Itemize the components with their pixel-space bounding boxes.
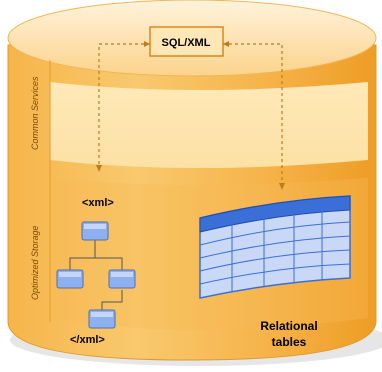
dashed-connectors bbox=[98, 43, 283, 186]
arrow-head-left-up bbox=[144, 41, 150, 47]
side-label-common-services: Common Services bbox=[30, 76, 40, 150]
tree-node-left bbox=[56, 269, 84, 289]
side-label-optimized-storage: Optimized Storage bbox=[30, 225, 40, 300]
xml-tree bbox=[56, 221, 136, 329]
relational-table bbox=[199, 195, 351, 299]
tree-node-child bbox=[88, 309, 116, 329]
xml-open-tag: <xml> bbox=[82, 197, 114, 209]
xml-close-tag: </xml> bbox=[70, 334, 105, 346]
tree-node-root bbox=[81, 221, 109, 241]
tree-node-right bbox=[108, 269, 136, 289]
relational-label-line1: Relational bbox=[260, 319, 317, 333]
sql-xml-label: SQL/XML bbox=[162, 37, 211, 49]
arrow-head-right-up bbox=[223, 41, 229, 47]
table-header bbox=[199, 195, 351, 233]
arrow-head-right-down bbox=[279, 183, 285, 190]
arrow-head-left-down bbox=[96, 165, 102, 172]
relational-label-line2: tables bbox=[272, 335, 307, 349]
common-services-band bbox=[50, 82, 368, 168]
sql-xml-box bbox=[149, 26, 224, 57]
